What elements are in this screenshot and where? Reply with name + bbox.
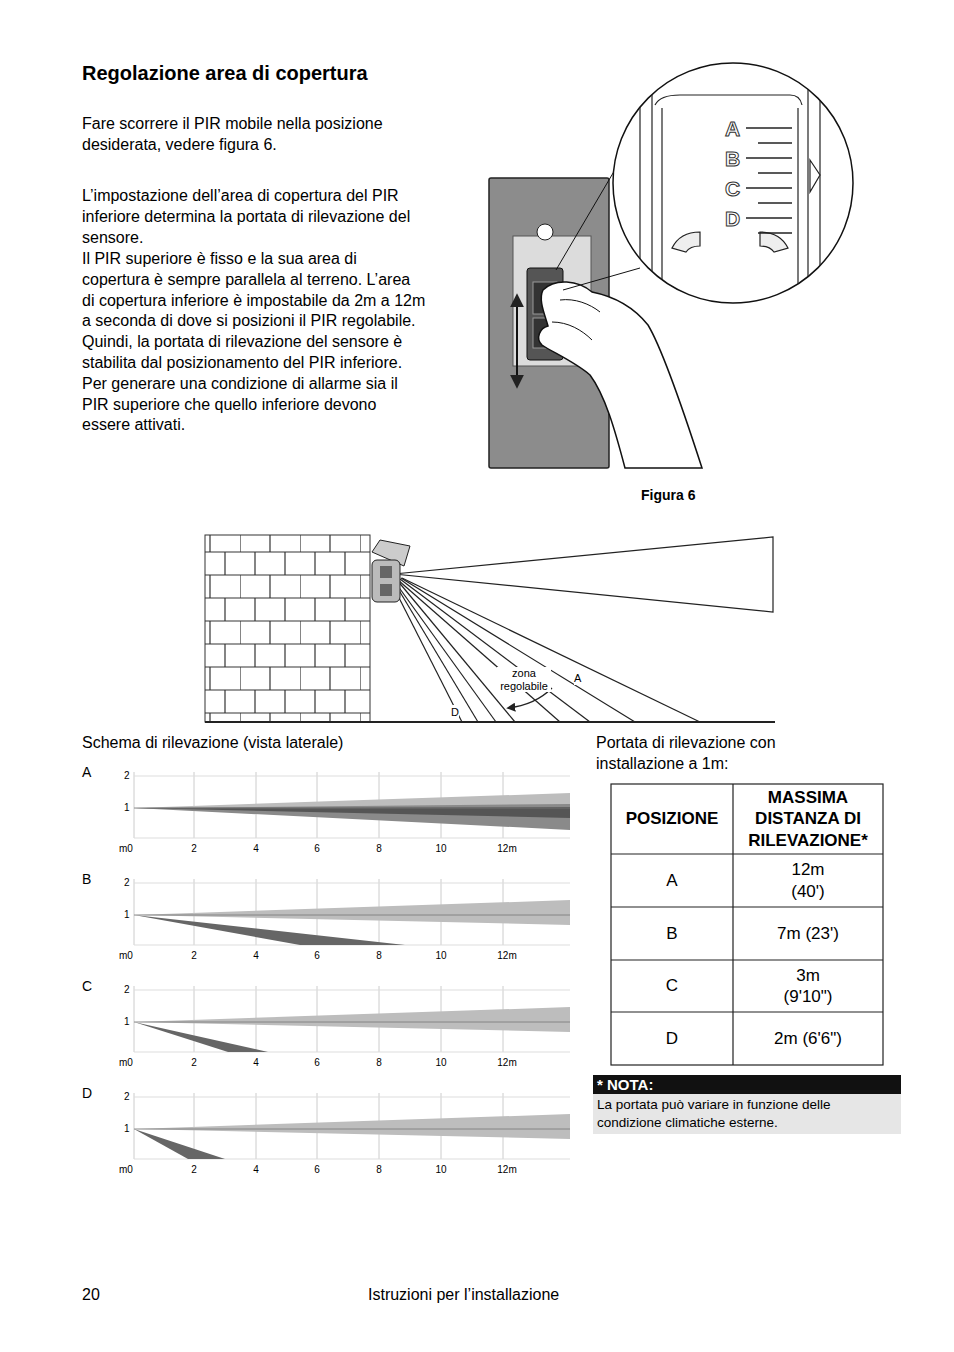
zone-label: zona regolabile — [497, 667, 551, 692]
page-title: Regolazione area di copertura — [82, 62, 368, 85]
chart-letter: D — [82, 1084, 92, 1102]
body-text: Il PIR superiore è fisso e la sua area d… — [82, 249, 427, 436]
axis-tick: 2 — [191, 949, 197, 962]
axis-tick: 6 — [314, 949, 320, 962]
beam-letter: A — [574, 671, 581, 685]
chart-heading: Schema di rilevazione (vista laterale) — [82, 733, 343, 754]
beam-letter: D — [451, 705, 459, 719]
axis-tick: 12m — [497, 949, 516, 962]
axis-tick: 2 — [124, 1090, 130, 1103]
detection-charts — [134, 772, 570, 1159]
note-text: La portata può variare in funzione delle… — [593, 1094, 901, 1134]
axis-tick: 4 — [253, 1056, 259, 1069]
axis-tick: 12m — [497, 1163, 516, 1176]
axis-tick: 1 — [124, 908, 130, 921]
axis-tick: m0 — [119, 1163, 133, 1176]
axis-tick: 6 — [314, 1056, 320, 1069]
zoom-letter: B — [725, 145, 740, 172]
axis-tick: 12m — [497, 1056, 516, 1069]
axis-tick: 4 — [253, 842, 259, 855]
axis-tick: 10 — [435, 1056, 446, 1069]
axis-tick: 2 — [191, 1163, 197, 1176]
axis-tick: 4 — [253, 1163, 259, 1176]
table-cell: POSIZIONE — [611, 784, 733, 854]
table-cell: MASSIMA DISTANZA DI RILEVAZIONE* — [733, 784, 883, 854]
table-cell: B — [611, 907, 733, 960]
zoom-letter: C — [725, 175, 740, 202]
hand — [539, 282, 702, 468]
table-cell: C — [611, 960, 733, 1012]
axis-tick: 1 — [124, 1122, 130, 1135]
axis-tick: 12m — [497, 842, 516, 855]
table-cell: 7m (23') — [733, 907, 883, 960]
body-text: Fare scorrere il PIR mobile nella posizi… — [82, 114, 387, 156]
axis-tick: m0 — [119, 1056, 133, 1069]
axis-tick: 8 — [376, 949, 382, 962]
zoom-letter: D — [725, 205, 740, 232]
table-cell: D — [611, 1012, 733, 1065]
axis-tick: 10 — [435, 842, 446, 855]
axis-tick: m0 — [119, 842, 133, 855]
zoom-letter: A — [725, 115, 740, 142]
wall-diagram — [205, 535, 775, 722]
axis-tick: 6 — [314, 842, 320, 855]
axis-tick: 8 — [376, 842, 382, 855]
axis-tick: 10 — [435, 949, 446, 962]
figure-caption: Figura 6 — [641, 486, 695, 504]
range-table — [611, 784, 883, 1065]
axis-tick: 8 — [376, 1163, 382, 1176]
axis-tick: 2 — [191, 1056, 197, 1069]
axis-tick: 1 — [124, 801, 130, 814]
axis-tick: 6 — [314, 1163, 320, 1176]
chart-letter: B — [82, 870, 91, 888]
page-number: 20 — [82, 1285, 100, 1306]
note-box: * NOTA:La portata può variare in funzion… — [593, 1075, 901, 1134]
body-text: L’impostazione dell’area di copertura de… — [82, 186, 427, 248]
note-heading: * NOTA: — [593, 1075, 901, 1094]
table-cell: A — [611, 854, 733, 907]
axis-tick: 2 — [124, 769, 130, 782]
table-cell: 3m (9'10") — [733, 960, 883, 1012]
axis-tick: 2 — [191, 842, 197, 855]
axis-tick: 10 — [435, 1163, 446, 1176]
axis-tick: 2 — [124, 876, 130, 889]
zoom-detail — [613, 60, 853, 310]
axis-tick: m0 — [119, 949, 133, 962]
footer-text: Istruzioni per l’installazione — [368, 1285, 559, 1306]
chart-letter: C — [82, 977, 92, 995]
chart-letter: A — [82, 763, 91, 781]
axis-tick: 4 — [253, 949, 259, 962]
table-caption: Portata di rilevazione con installazione… — [596, 733, 826, 775]
table-cell: 2m (6'6") — [733, 1012, 883, 1065]
axis-tick: 2 — [124, 983, 130, 996]
table-cell: 12m (40') — [733, 854, 883, 907]
axis-tick: 1 — [124, 1015, 130, 1028]
axis-tick: 8 — [376, 1056, 382, 1069]
